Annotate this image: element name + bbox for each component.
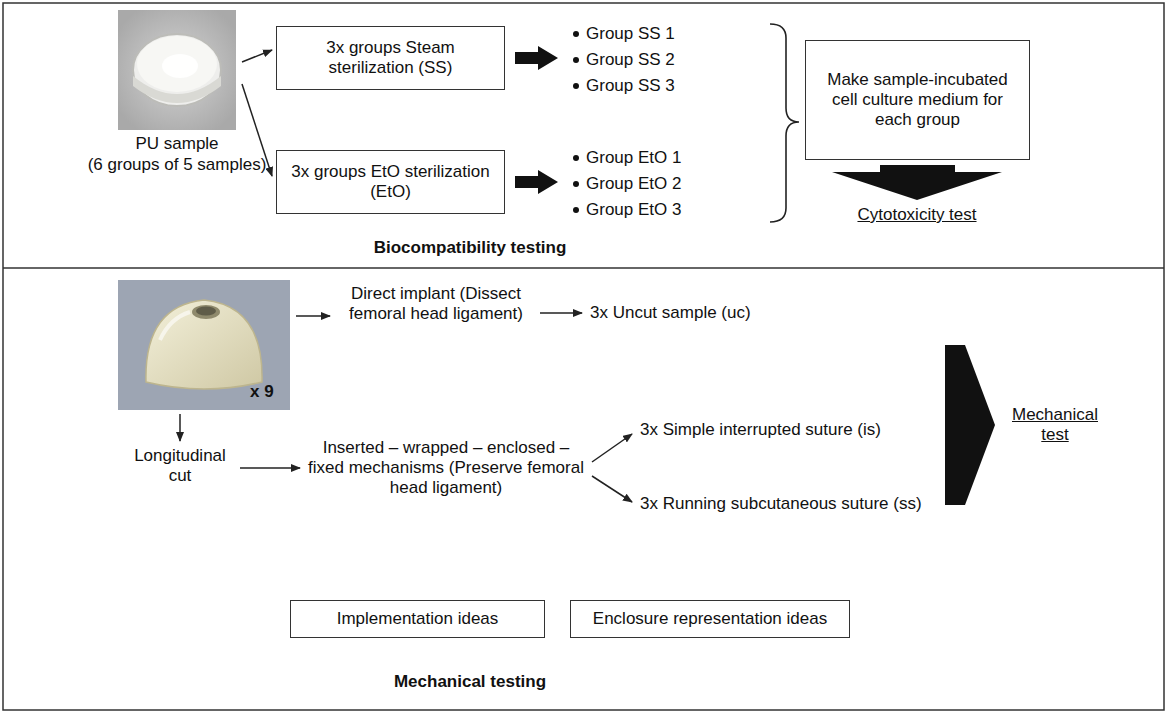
arrow	[540, 312, 582, 314]
process-box: 3x groups EtO sterilization (EtO)	[276, 150, 505, 214]
sample-label: 3x Running subcutaneous suture (ss)	[640, 494, 940, 514]
big-down-arrow	[832, 165, 1002, 200]
bullets	[573, 31, 579, 213]
arrow	[242, 50, 272, 62]
block-arrow	[515, 170, 558, 194]
group-label: Group EtO 1	[586, 148, 756, 168]
arrow	[592, 434, 632, 462]
process-box: 3x groups Steam sterilization (SS)	[276, 26, 505, 90]
group-label: Group EtO 3	[586, 200, 756, 220]
method-text: Inserted – wrapped – enclosed – fixed me…	[305, 438, 587, 498]
method-text: Direct implant (Dissect femoral head lig…	[345, 284, 527, 324]
bracket	[770, 24, 799, 222]
group-label: Group SS 2	[586, 50, 756, 70]
process-box: Implementation ideas	[290, 600, 545, 638]
box-text: 3x groups Steam sterilization (SS)	[285, 38, 496, 78]
pu-sample-photo	[118, 10, 236, 130]
divider	[3, 267, 1164, 269]
arrow	[592, 476, 632, 502]
section-title: Mechanical testing	[300, 672, 640, 692]
box-text: 3x groups EtO sterilization (EtO)	[285, 162, 496, 202]
box-text: Enclosure representation ideas	[593, 609, 827, 629]
photo-caption: PU sample	[97, 134, 257, 154]
test-label: Mechanical test	[1000, 405, 1110, 445]
group-label: Group EtO 2	[586, 174, 756, 194]
block-arrow	[515, 46, 558, 70]
process-box: Enclosure representation ideas	[570, 600, 850, 638]
arrow	[240, 467, 300, 469]
big-right-arrow	[945, 345, 995, 505]
box-text: Implementation ideas	[337, 609, 499, 629]
arrow	[179, 414, 181, 441]
group-label: Group SS 3	[586, 76, 756, 96]
test-label: Cytotoxicity test	[832, 205, 1002, 225]
sample-label: 3x Uncut sample (uc)	[590, 303, 830, 323]
group-label: Group SS 1	[586, 24, 756, 44]
section-title: Biocompatibility testing	[300, 238, 640, 258]
sample-label: 3x Simple interrupted suture (is)	[640, 420, 940, 440]
count-label: x 9	[250, 382, 288, 402]
process-box: Make sample-incubated cell culture mediu…	[805, 40, 1030, 160]
arrow	[296, 315, 330, 317]
implant-photo	[118, 280, 290, 410]
photo-caption: (6 groups of 5 samples)	[67, 155, 287, 175]
step-label: Longitudinal cut	[125, 446, 235, 486]
box-text: Make sample-incubated cell culture mediu…	[814, 70, 1021, 130]
frame	[3, 3, 1164, 710]
